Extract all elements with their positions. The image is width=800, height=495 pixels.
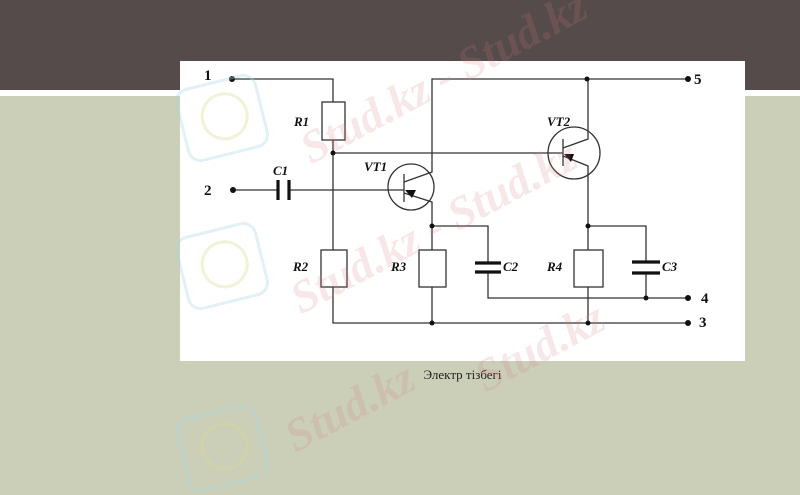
r4-label: R4 — [546, 259, 563, 274]
node-bottom-r3 — [429, 320, 435, 326]
figure-panel — [180, 61, 745, 361]
vt1-label: VT1 — [364, 159, 387, 174]
resistor-r1 — [321, 101, 346, 141]
wire-vt1e-c2 — [432, 225, 489, 263]
transistor-vt2-body — [547, 126, 601, 180]
wire-t1-r1 — [232, 78, 334, 102]
terminal-5-label: 5 — [694, 72, 702, 88]
terminal-4-dot — [685, 295, 691, 301]
c1-label: C1 — [273, 163, 288, 178]
terminal-2-dot — [230, 187, 236, 193]
resistor-r3 — [418, 249, 447, 288]
vt2-collector — [562, 79, 589, 149]
vt1-collector — [403, 78, 688, 183]
node-vt2-emitter — [585, 223, 591, 229]
wire-c2-t4 — [487, 272, 688, 299]
vt1-emitter-arrow — [405, 190, 416, 198]
vt2-label: VT2 — [547, 114, 571, 129]
node-bottom-r4 — [585, 320, 591, 326]
r1-label: R1 — [293, 114, 309, 129]
c3-label: C3 — [662, 259, 678, 274]
node-vt2-collector — [584, 76, 590, 82]
wire-vt2e-c3 — [588, 225, 647, 262]
node-r1-r2 — [330, 150, 336, 156]
terminal-5-dot — [685, 76, 691, 82]
resistor-r4 — [573, 249, 604, 288]
vt1-emitter — [403, 192, 433, 250]
terminal-3-label: 3 — [699, 315, 707, 331]
vt2-emitter-arrow — [564, 154, 574, 162]
terminal-4-label: 4 — [701, 291, 709, 307]
node-c3-bottom — [643, 295, 649, 301]
r3-label: R3 — [390, 259, 407, 274]
resistor-r2 — [320, 249, 348, 288]
terminal-1-label: 1 — [204, 68, 212, 84]
circuit-diagram: 1 2 3 4 5 R1 R2 R3 R4 C1 C2 C3 VT1 VT2 — [204, 68, 709, 331]
c2-label: C2 — [503, 259, 519, 274]
terminal-1-dot — [229, 76, 235, 82]
node-vt1-emitter — [429, 223, 435, 229]
wire-r2-bottom — [332, 287, 688, 324]
transistor-vt1-body — [387, 163, 435, 211]
figure-caption: Электр тізбегі — [423, 367, 502, 382]
vt2-emitter — [562, 155, 589, 250]
terminal-3-dot — [685, 320, 691, 326]
terminal-2-label: 2 — [204, 183, 212, 199]
r2-label: R2 — [292, 259, 309, 274]
